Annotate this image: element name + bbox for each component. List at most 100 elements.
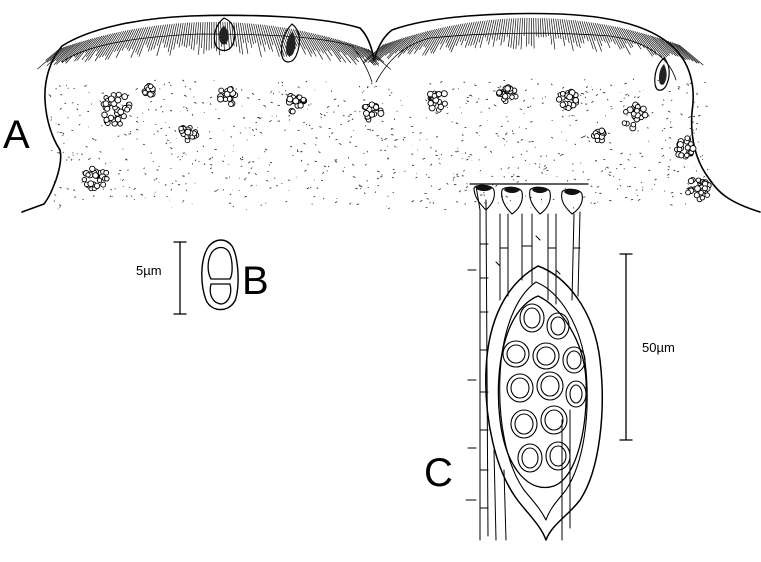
medulla-speckle <box>308 164 309 165</box>
medulla-speckle <box>592 89 593 90</box>
medulla-speckle <box>506 196 508 197</box>
medulla-speckle <box>598 202 599 203</box>
cortex-hatch-line <box>586 22 596 52</box>
cortex-hatch-line <box>238 23 243 55</box>
algal-cell <box>438 104 443 109</box>
algal-cell <box>97 178 101 182</box>
medulla-speckle <box>182 176 184 177</box>
medulla-speckle <box>248 162 250 163</box>
medulla-speckle <box>175 181 176 182</box>
medulla-speckle <box>654 184 655 185</box>
algal-cell <box>287 96 293 102</box>
medulla-speckle <box>513 180 514 181</box>
medulla-speckle <box>420 133 422 134</box>
medulla-speckle <box>518 168 519 169</box>
medulla-speckle <box>596 94 598 95</box>
medulla-speckle <box>100 101 101 102</box>
algal-cell <box>125 107 130 112</box>
medulla-speckle <box>167 196 168 197</box>
medulla-speckle <box>306 81 307 82</box>
algal-cell <box>702 186 707 191</box>
medulla-speckle <box>412 201 414 202</box>
medulla-speckle <box>375 87 376 88</box>
medulla-speckle <box>269 165 270 166</box>
medulla-speckle <box>344 101 346 102</box>
medulla-speckle <box>349 142 351 143</box>
medulla-speckle <box>465 127 467 128</box>
medulla-speckle <box>388 208 390 209</box>
medulla-speckle <box>184 107 185 108</box>
medulla-speckle <box>184 95 186 97</box>
medulla-speckle <box>367 180 368 181</box>
medulla-speckle <box>693 121 694 123</box>
medulla-speckle <box>194 97 195 98</box>
medulla-speckle <box>634 97 635 98</box>
medulla-speckle <box>286 94 288 95</box>
medulla-speckle <box>251 185 253 186</box>
cortex-hatch-line <box>209 22 210 50</box>
algal-cell <box>90 166 95 171</box>
algal-cell <box>104 170 109 175</box>
medulla-speckle <box>279 92 280 93</box>
medulla-speckle <box>552 120 553 121</box>
medulla-speckle <box>540 164 541 165</box>
medulla-speckle <box>580 163 581 164</box>
medulla-speckle <box>331 132 333 133</box>
medulla-speckle <box>282 183 283 184</box>
medulla-speckle <box>124 134 126 136</box>
algal-cell <box>115 97 121 103</box>
medulla-speckle <box>696 129 697 130</box>
cortex-hatch-line <box>521 18 523 49</box>
medulla-speckle <box>525 180 527 181</box>
cortex-hatch-line <box>269 26 279 57</box>
medulla-speckle <box>169 127 170 128</box>
cortex-hatch-line <box>163 24 168 43</box>
medulla-speckle <box>462 134 464 135</box>
medulla-speckle <box>164 84 165 85</box>
medulla-speckle <box>130 131 131 132</box>
algal-cell <box>510 95 515 100</box>
medulla-speckle <box>662 130 663 131</box>
medulla-speckle <box>103 189 104 190</box>
medulla-speckle <box>558 153 560 154</box>
medulla-speckle <box>387 158 389 159</box>
medulla-speckle <box>603 92 605 93</box>
medulla-speckle <box>71 159 72 160</box>
medulla-speckle <box>327 106 329 107</box>
medulla-speckle <box>517 176 519 177</box>
medulla-speckle <box>136 129 138 130</box>
medulla-speckle <box>88 159 90 160</box>
medulla-speckle <box>464 170 465 171</box>
medulla-speckle <box>642 187 643 188</box>
medulla-speckle <box>282 85 283 86</box>
medulla-speckle <box>562 154 564 155</box>
medulla-speckle <box>672 197 674 198</box>
medulla-speckle <box>637 97 639 98</box>
medulla-speckle <box>145 173 147 175</box>
medulla-speckle <box>684 167 685 168</box>
medulla-speckle <box>49 95 51 96</box>
medulla-speckle <box>481 112 482 113</box>
medulla-speckle <box>343 171 344 173</box>
medulla-speckle <box>476 132 478 133</box>
medulla-speckle <box>335 202 337 203</box>
medulla-speckle <box>610 85 612 86</box>
medulla-speckle <box>583 172 584 173</box>
medulla-speckle <box>73 152 74 153</box>
medulla-speckle <box>355 188 357 189</box>
medulla-speckle <box>203 146 204 147</box>
medulla-speckle <box>671 192 673 193</box>
medulla-speckle <box>68 88 69 89</box>
algal-cell <box>93 173 99 179</box>
medulla-speckle <box>260 132 262 133</box>
medulla-speckle <box>350 114 352 115</box>
medulla-speckle <box>165 122 166 123</box>
medulla-speckle <box>659 162 661 163</box>
medulla-speckle <box>545 97 546 98</box>
panel-c-ascus-wall-outer <box>486 266 602 540</box>
panel-c-spore <box>524 308 540 328</box>
medulla-speckle <box>670 205 672 206</box>
medulla-speckle <box>391 134 393 135</box>
algal-cell <box>505 86 511 92</box>
algal-cell <box>436 92 441 97</box>
